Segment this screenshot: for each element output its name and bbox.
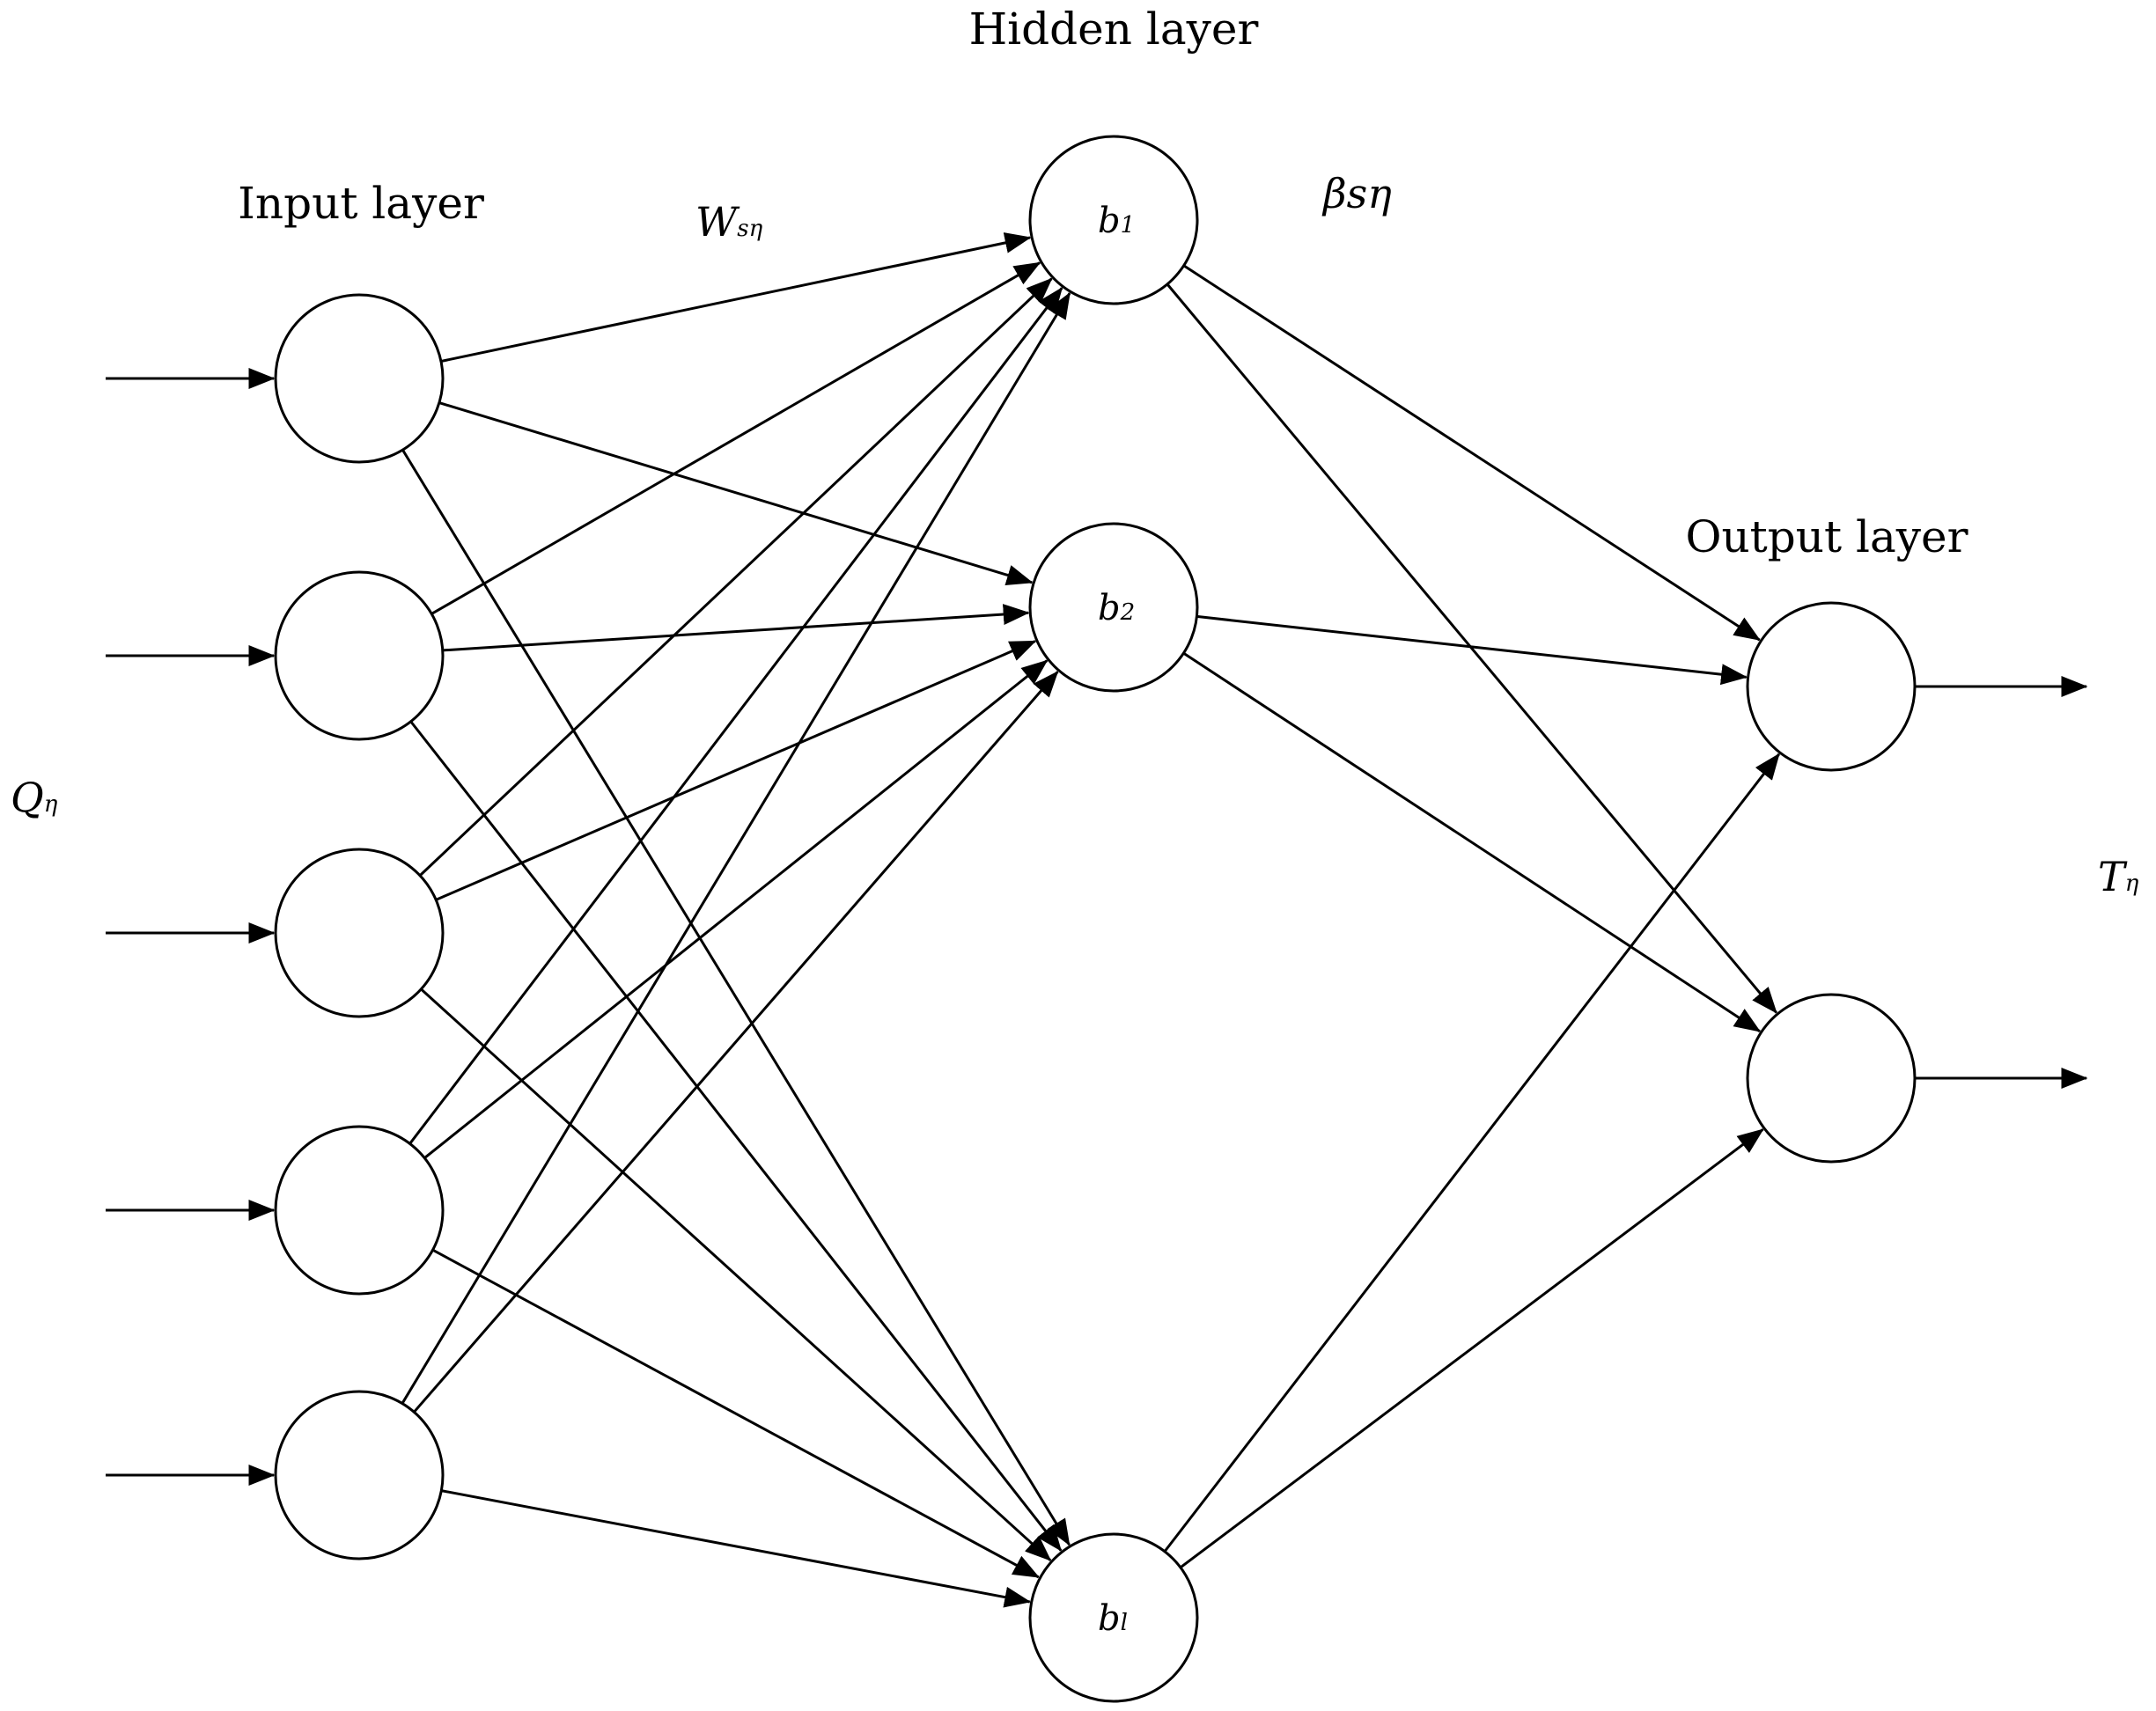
edge-input3-hidden3 xyxy=(420,988,1052,1561)
edge-input2-hidden3 xyxy=(409,720,1063,1552)
hidden-layer-label: Hidden layer xyxy=(969,4,1259,55)
hidden-node-label-base-3: b xyxy=(1098,1598,1121,1639)
hidden-node-label-base-1: b xyxy=(1098,201,1121,241)
input-layer-label: Input layer xyxy=(238,178,484,229)
input-vector-label: Qη xyxy=(11,774,58,821)
input-hidden-weight-label: Wsη xyxy=(695,198,763,246)
edge-hidden2-output1 xyxy=(1196,614,1748,686)
edge-input3-hidden2 xyxy=(435,640,1037,901)
edge-hidden1-output2 xyxy=(1166,283,1777,1014)
hidden-output-weight-label: βsη xyxy=(1321,170,1392,217)
output-vector-base: T xyxy=(2098,853,2128,900)
edge-input1-hidden3 xyxy=(401,449,1071,1546)
edge-input5-hidden1 xyxy=(401,291,1071,1405)
edge-input4-hidden3 xyxy=(431,1248,1040,1579)
input-node-1 xyxy=(274,293,445,464)
output-vector-subscript: η xyxy=(2125,870,2139,897)
edge-input4-hidden2 xyxy=(423,659,1049,1159)
edge-hidden2-output2 xyxy=(1182,651,1762,1033)
hidden-node-label-base-2: b xyxy=(1098,588,1121,628)
edge-hidden1-output1 xyxy=(1182,264,1761,642)
output-vector-label: Tη xyxy=(2098,853,2139,900)
hidden-node-2 xyxy=(1028,522,1199,693)
edge-input5-hidden3 xyxy=(441,1489,1032,1608)
connections xyxy=(106,232,2088,1608)
edge-input1-hidden2 xyxy=(438,401,1034,586)
input-node-4 xyxy=(274,1125,445,1296)
output-node-2 xyxy=(1746,993,1917,1164)
edge-input1-hidden1 xyxy=(440,232,1032,363)
edge-input4-hidden1 xyxy=(408,286,1063,1145)
hidden-node-label-subscript-2: 2 xyxy=(1120,599,1136,626)
edge-hidden3-output2 xyxy=(1180,1128,1764,1569)
hidden-node-3 xyxy=(1028,1532,1199,1703)
edge-input2-hidden1 xyxy=(430,261,1041,615)
hidden-node-label-3: bl xyxy=(1098,1598,1128,1639)
input-vector-base: Q xyxy=(11,774,44,821)
hidden-node-label-subscript-1: 1 xyxy=(1121,212,1136,239)
output-node-1 xyxy=(1746,601,1917,772)
edge-input3-hidden1 xyxy=(419,277,1053,877)
hidden-node-1 xyxy=(1028,135,1199,305)
input-hidden-weight-subscript: sη xyxy=(737,216,762,242)
output-layer-label: Output layer xyxy=(1685,511,1968,562)
hidden-node-label-1: b1 xyxy=(1098,201,1135,241)
input-node-2 xyxy=(274,570,445,741)
input-node-5 xyxy=(274,1390,445,1560)
input-vector-subscript: η xyxy=(44,791,58,818)
input-hidden-weight-base: W xyxy=(695,198,740,246)
input-node-3 xyxy=(274,848,445,1018)
hidden-node-label-2: b2 xyxy=(1098,588,1135,628)
hidden-node-label-subscript-3: l xyxy=(1121,1610,1128,1636)
edge-hidden3-output1 xyxy=(1163,753,1780,1553)
edge-input5-hidden2 xyxy=(413,671,1059,1414)
edge-input2-hidden2 xyxy=(442,604,1030,652)
